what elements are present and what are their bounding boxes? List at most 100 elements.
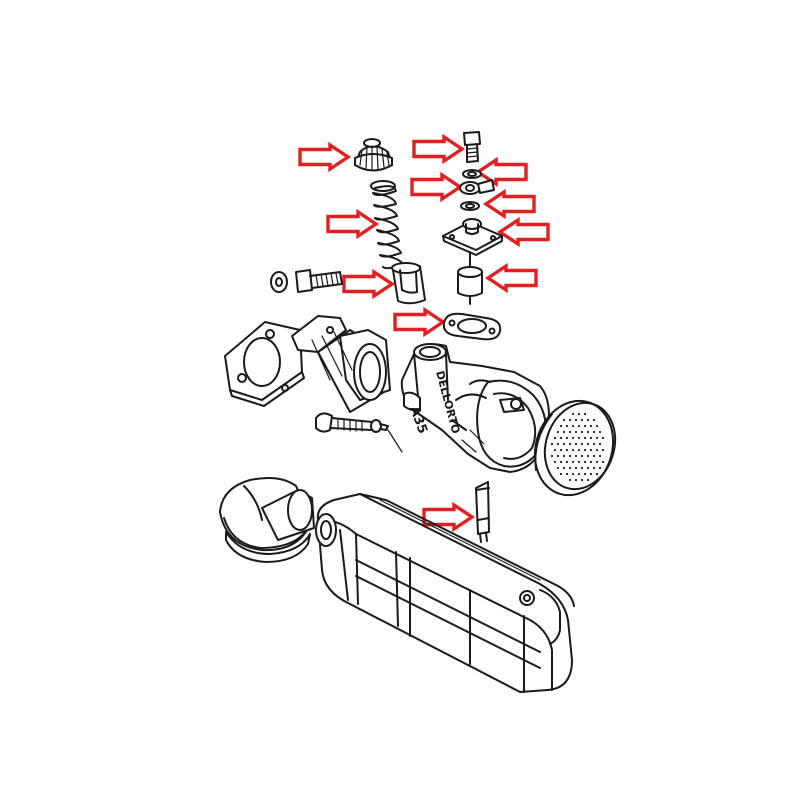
filter-mesh-dot: [595, 448, 599, 452]
filter-mesh-dot: [562, 466, 566, 470]
filter-mesh-dot: [556, 430, 560, 434]
filter-mesh-dot: [589, 448, 593, 452]
filter-mesh-dot: [580, 478, 584, 482]
filter-mesh-dot: [583, 472, 587, 476]
filter-mesh-dot: [592, 418, 596, 422]
intake-silencer-box: [315, 493, 575, 693]
filter-mesh-dot: [577, 460, 581, 464]
filter-mesh-dot: [586, 442, 590, 446]
filter-mesh-dot: [568, 466, 572, 470]
filter-mesh-dot: [583, 424, 587, 428]
filter-mesh-dot: [574, 454, 578, 458]
mounting-bolt-and-washer: [270, 269, 343, 293]
filter-mesh-dot: [592, 466, 596, 470]
float: [457, 251, 483, 305]
filter-mesh-dot: [595, 424, 599, 428]
filter-mesh-dot: [577, 436, 581, 440]
arrow-banjo-sealing-washer-lower: [482, 188, 536, 220]
filter-mesh-dot: [577, 412, 581, 416]
filter-mesh-dot: [559, 436, 563, 440]
filter-mesh-dot: [598, 454, 602, 458]
main-jet: [475, 481, 490, 543]
filter-mesh-dot: [580, 466, 584, 470]
filter-mesh-dot: [562, 454, 566, 458]
arrow-fuel-banjo-fitting: [410, 171, 464, 203]
filter-mesh-dot: [574, 466, 578, 470]
filter-mesh-dot: [586, 430, 590, 434]
filter-mesh-dot: [574, 442, 578, 446]
filter-mesh-dot: [571, 460, 575, 464]
filter-mesh-dot: [589, 460, 593, 464]
filter-mesh-dot: [586, 418, 590, 422]
filter-mesh-dot: [571, 424, 575, 428]
arrow-float-bowl-cover: [496, 216, 550, 248]
arrow-top-cover-gasket: [393, 306, 447, 338]
banjo-sealing-washer-upper: [462, 169, 482, 179]
filter-mesh-dot: [571, 472, 575, 476]
filter-mesh-dot: [577, 424, 581, 428]
filter-mesh-dot: [559, 460, 563, 464]
filter-mesh-dot: [580, 430, 584, 434]
filter-mesh-dot: [589, 424, 593, 428]
filter-mesh-dot: [589, 472, 593, 476]
filter-mesh-dot: [562, 418, 566, 422]
filter-mesh-dot: [568, 442, 572, 446]
filter-mesh-dot: [574, 430, 578, 434]
arrow-throttle-slide-spring: [326, 208, 380, 240]
filter-mesh-dot: [586, 454, 590, 458]
filter-mesh-dot: [571, 412, 575, 416]
highlight-arrows: [298, 133, 550, 533]
filter-mesh: [550, 412, 605, 482]
filter-mesh-dot: [553, 436, 557, 440]
filter-mesh-dot: [583, 436, 587, 440]
filter-mesh-dot: [601, 448, 605, 452]
filter-mesh-dot: [592, 454, 596, 458]
filter-mesh-dot: [568, 478, 572, 482]
filter-mesh-dot: [553, 448, 557, 452]
filter-mesh-dot: [598, 430, 602, 434]
filter-mesh-dot: [568, 454, 572, 458]
air-intake-elbow: [219, 477, 315, 563]
top-cover-gasket: [442, 312, 502, 341]
filter-mesh-dot: [565, 448, 569, 452]
filter-mesh-dot: [565, 472, 569, 476]
mixing-chamber-top-cap: [354, 138, 393, 172]
filter-mesh-dot: [562, 430, 566, 434]
filter-mesh-dot: [601, 460, 605, 464]
filter-mesh-dot: [571, 448, 575, 452]
filter-mesh-dot: [583, 460, 587, 464]
banjo-sealing-washer-lower: [460, 201, 480, 211]
filter-mesh-dot: [565, 424, 569, 428]
filter-mesh-dot: [565, 460, 569, 464]
fuel-banjo-fitting: [459, 179, 495, 195]
filter-mesh-dot: [592, 430, 596, 434]
filter-mesh-dot: [562, 442, 566, 446]
filter-mesh-dot: [580, 454, 584, 458]
filter-mesh-dot: [586, 478, 590, 482]
arrow-throttle-slide: [342, 268, 396, 300]
float-bowl-cover: [442, 218, 503, 256]
filter-mesh-dot: [598, 442, 602, 446]
filter-mesh-dot: [568, 430, 572, 434]
filter-mesh-dot: [553, 460, 557, 464]
throttle-slide: [391, 262, 426, 305]
float-bowl-banjo-bolt: [463, 131, 481, 163]
filter-mesh-dot: [601, 436, 605, 440]
filter-mesh-dot: [565, 436, 569, 440]
filter-mesh-dot: [592, 442, 596, 446]
filter-mesh-dot: [559, 472, 563, 476]
filter-mesh-dot: [595, 472, 599, 476]
carburetor-body: A35 DELLORTO: [400, 343, 550, 473]
filter-mesh-dot: [586, 466, 590, 470]
filter-mesh-dot: [577, 448, 581, 452]
filter-mesh-dot: [559, 424, 563, 428]
filter-mesh-dot: [556, 466, 560, 470]
arrow-banjo-sealing-washer-upper: [474, 156, 528, 188]
arrow-mixing-chamber-top-cap: [298, 141, 352, 173]
filter-mesh-dot: [595, 460, 599, 464]
filter-mesh-dot: [595, 436, 599, 440]
idle-mixture-screw: [315, 412, 403, 453]
filter-mesh-dot: [598, 466, 602, 470]
